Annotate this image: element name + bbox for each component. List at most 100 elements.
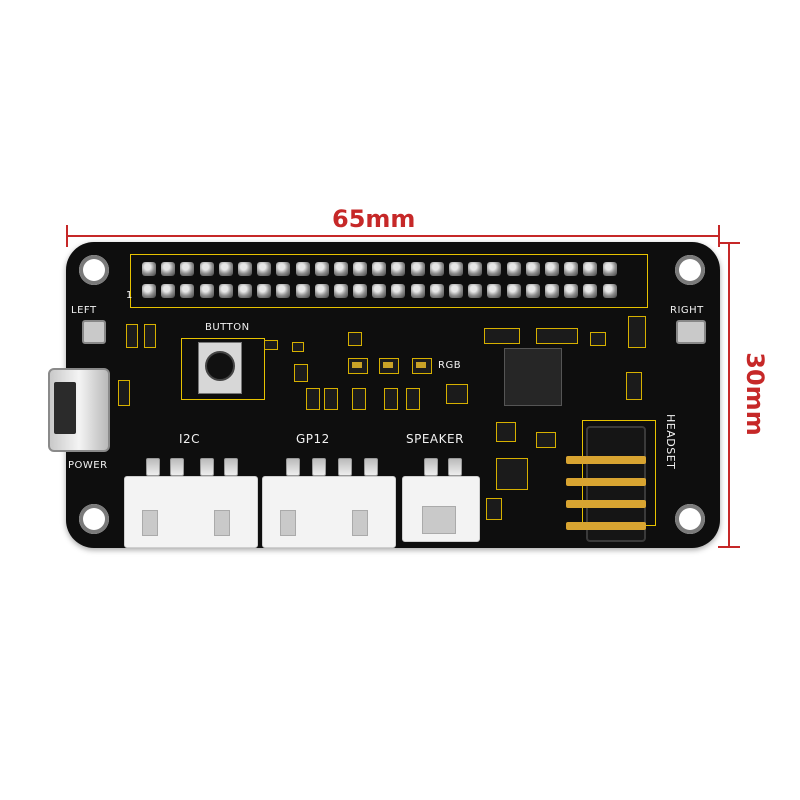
smd-component bbox=[496, 422, 516, 442]
header-pin bbox=[372, 262, 387, 276]
header-pin bbox=[468, 284, 483, 298]
header-pin bbox=[525, 284, 540, 298]
width-dimension-tick-left bbox=[66, 225, 68, 247]
header-pin bbox=[468, 262, 483, 276]
smd-component bbox=[118, 380, 130, 406]
i2c-connector-pin bbox=[224, 458, 238, 476]
smd-component bbox=[126, 324, 138, 348]
headset-jack-pin bbox=[566, 522, 646, 530]
header-pin bbox=[257, 284, 272, 298]
header-pin bbox=[544, 262, 559, 276]
header-pin bbox=[314, 262, 329, 276]
mounting-hole-bottom-right bbox=[675, 504, 705, 534]
header-pin bbox=[602, 262, 617, 276]
rgb-led-2-pad bbox=[383, 362, 393, 368]
smd-component bbox=[446, 384, 468, 404]
gpio-header-row-top bbox=[142, 262, 617, 276]
header-pin bbox=[525, 262, 540, 276]
gpio-header-row-bottom bbox=[142, 284, 617, 298]
header-pin bbox=[161, 262, 176, 276]
smd-component bbox=[384, 388, 398, 410]
smd-component bbox=[626, 372, 642, 400]
right-microphone bbox=[676, 320, 706, 344]
rgb-led-1-pad bbox=[352, 362, 362, 368]
header-pin bbox=[218, 284, 233, 298]
headset-jack-pin bbox=[566, 456, 646, 464]
header-pin bbox=[295, 284, 310, 298]
header-pin bbox=[180, 284, 195, 298]
header-pin bbox=[391, 262, 406, 276]
header-pin bbox=[506, 284, 521, 298]
right-mic-label: RIGHT bbox=[670, 305, 704, 316]
header-pin bbox=[237, 284, 252, 298]
gp12-connector-pin bbox=[312, 458, 326, 476]
height-dimension-tick-bottom bbox=[718, 546, 740, 548]
header-pin bbox=[237, 262, 252, 276]
header-pin bbox=[257, 262, 272, 276]
headset-jack-pin bbox=[566, 478, 646, 486]
left-mic-label: LEFT bbox=[71, 305, 97, 316]
header-pin bbox=[410, 284, 425, 298]
header-pin bbox=[333, 262, 348, 276]
i2c-connector-latch bbox=[142, 510, 158, 536]
smd-component bbox=[294, 364, 308, 382]
pin-one-label: 1 bbox=[126, 290, 133, 301]
button-outline bbox=[181, 338, 265, 400]
mounting-hole-top-left bbox=[79, 255, 109, 285]
smd-component bbox=[536, 328, 578, 344]
header-pin bbox=[583, 262, 598, 276]
left-microphone bbox=[82, 320, 106, 344]
button-label: BUTTON bbox=[205, 322, 250, 333]
header-pin bbox=[544, 284, 559, 298]
smd-component bbox=[352, 388, 366, 410]
speaker-connector-latch bbox=[422, 506, 456, 534]
header-pin bbox=[218, 262, 233, 276]
mounting-hole-top-right bbox=[675, 255, 705, 285]
gp12-connector-pin bbox=[364, 458, 378, 476]
power-label: POWER bbox=[68, 460, 108, 471]
smd-component bbox=[536, 432, 556, 448]
height-dimension-tick-top bbox=[718, 242, 740, 244]
rgb-label: RGB bbox=[438, 360, 462, 371]
header-pin bbox=[564, 262, 579, 276]
smd-component bbox=[292, 342, 304, 352]
header-pin bbox=[161, 284, 176, 298]
micro-usb-slot bbox=[54, 382, 76, 434]
header-pin bbox=[583, 284, 598, 298]
width-dimension-label: 65mm bbox=[332, 205, 416, 233]
i2c-connector-pin bbox=[170, 458, 184, 476]
header-pin bbox=[410, 262, 425, 276]
smd-component bbox=[144, 324, 156, 348]
gp12-connector-latch bbox=[352, 510, 368, 536]
header-pin bbox=[199, 262, 214, 276]
smd-component bbox=[406, 388, 420, 410]
header-pin bbox=[199, 284, 214, 298]
tactile-button[interactable] bbox=[205, 351, 235, 381]
gp12-connector-pin bbox=[338, 458, 352, 476]
headset-label: HEADSET bbox=[664, 414, 677, 470]
smd-component bbox=[306, 388, 320, 410]
i2c-connector-pin bbox=[200, 458, 214, 476]
headset-jack-pin bbox=[566, 500, 646, 508]
smd-component bbox=[486, 498, 502, 520]
gp12-label: GP12 bbox=[296, 432, 330, 446]
mounting-hole-bottom-left bbox=[79, 504, 109, 534]
header-pin bbox=[142, 262, 156, 276]
i2c-connector-pin bbox=[146, 458, 160, 476]
smd-component bbox=[590, 332, 606, 346]
header-pin bbox=[429, 262, 444, 276]
speaker-connector-pin bbox=[448, 458, 462, 476]
header-pin bbox=[372, 284, 387, 298]
i2c-connector-latch bbox=[214, 510, 230, 536]
header-pin bbox=[602, 284, 617, 298]
audio-codec-chip bbox=[504, 348, 562, 406]
header-pin bbox=[142, 284, 156, 298]
height-dimension-label: 30mm bbox=[741, 352, 769, 436]
height-dimension-line bbox=[728, 242, 730, 548]
smd-component bbox=[484, 328, 520, 344]
header-pin bbox=[295, 262, 310, 276]
speaker-label: SPEAKER bbox=[406, 432, 464, 446]
header-pin bbox=[487, 284, 502, 298]
smd-component bbox=[496, 458, 528, 490]
